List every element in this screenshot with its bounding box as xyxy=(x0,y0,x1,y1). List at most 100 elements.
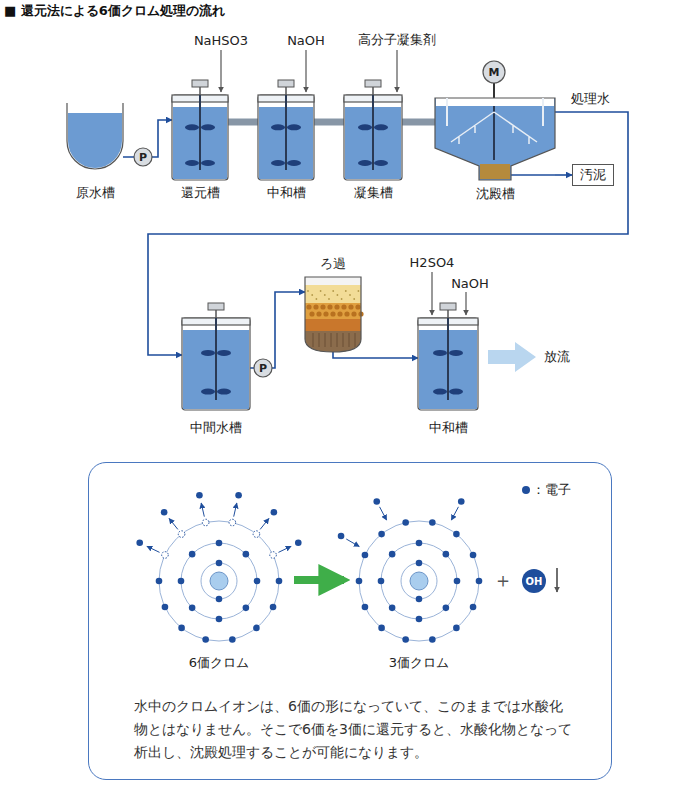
settler-node: 沈殿槽 xyxy=(435,98,555,202)
rake-arm xyxy=(451,112,537,144)
dot-node: OH xyxy=(522,569,546,593)
filter-outline xyxy=(305,277,361,352)
sand-grain xyxy=(307,290,309,292)
basin-outline xyxy=(67,103,123,169)
electron xyxy=(216,540,223,547)
feed-arrow xyxy=(465,292,466,315)
gravel-grain xyxy=(309,311,314,316)
sand-grain xyxy=(353,298,355,300)
node-label: 中和槽 xyxy=(267,184,306,201)
sand-grain xyxy=(332,290,334,292)
electron xyxy=(216,560,223,567)
diagram-title: ■ 還元法による6価クロム処理の流れ xyxy=(4,2,225,20)
node-label: 還元槽 xyxy=(181,184,220,201)
tank-body xyxy=(172,95,228,180)
vacancy xyxy=(229,519,236,526)
agitator-motor xyxy=(278,80,294,87)
agitator-shaft xyxy=(372,95,374,170)
tank-node: 中和槽 xyxy=(418,318,478,436)
flow-arrow xyxy=(250,292,305,368)
node-shape xyxy=(182,318,250,436)
electron xyxy=(189,551,196,558)
feed-arrow xyxy=(431,272,432,315)
electron xyxy=(378,531,385,538)
feed-arrow xyxy=(396,50,397,92)
sand-grain xyxy=(358,290,360,292)
electron-arrow xyxy=(278,546,291,552)
agitator-motor xyxy=(440,303,456,310)
gravel-grain xyxy=(348,304,353,309)
sludge xyxy=(480,164,510,179)
agitator-stem xyxy=(447,310,449,318)
sand-grain xyxy=(316,298,318,300)
diagram-label: 高分子凝集剤 xyxy=(358,31,436,49)
electron xyxy=(196,492,203,499)
gravel-grain xyxy=(320,304,325,309)
atom-figure: 6価クロム xyxy=(144,491,294,671)
nucleus xyxy=(210,572,228,590)
nucleus xyxy=(410,572,428,590)
node-label: 6価クロム xyxy=(189,654,249,671)
tank-node: 中和槽 xyxy=(258,95,314,201)
diagram-label: NaHSO3 xyxy=(194,33,248,48)
electron xyxy=(243,551,250,558)
electron xyxy=(356,578,363,585)
sand-grain xyxy=(324,294,326,296)
electron xyxy=(156,578,163,585)
motor-symbol xyxy=(483,61,505,83)
sand-grain xyxy=(320,290,322,292)
impeller-blade xyxy=(201,124,215,130)
feed-arrow xyxy=(220,50,221,92)
electron xyxy=(416,616,423,623)
node-label: 原水槽 xyxy=(76,184,115,201)
electron xyxy=(443,605,450,612)
impeller-blade xyxy=(433,350,447,356)
edge-label: 処理水 xyxy=(569,90,612,108)
diagram-label: P xyxy=(139,151,147,164)
sand-grain xyxy=(337,294,339,296)
flow-arrow xyxy=(555,174,572,176)
pump-symbol xyxy=(134,148,152,166)
node-label: 汚泥 xyxy=(580,168,606,182)
impeller-blade xyxy=(449,389,463,395)
electron xyxy=(338,533,345,540)
electron xyxy=(470,552,477,559)
electron xyxy=(476,578,483,585)
underdrain-stripe xyxy=(325,333,326,347)
node-label: 3価クロム xyxy=(389,654,449,671)
electron xyxy=(235,492,242,499)
weir-wall xyxy=(542,98,544,126)
precipitate-arrow xyxy=(556,568,557,592)
electron xyxy=(416,560,423,567)
sand-grain xyxy=(349,294,351,296)
diagram-label: P xyxy=(259,362,267,375)
electron xyxy=(453,625,460,632)
agitator-motor xyxy=(365,80,381,87)
feed-arrow xyxy=(305,50,306,92)
electron xyxy=(378,578,385,585)
underdrain-stripe xyxy=(337,333,338,347)
pipe-connector xyxy=(402,119,435,126)
electron xyxy=(402,519,409,526)
electron xyxy=(373,498,380,505)
diagram-label: M xyxy=(489,66,500,79)
sand-grain xyxy=(341,298,343,300)
electron xyxy=(416,596,423,603)
info-panel: 水中のクロムイオンは、6価の形になっていて、このままでは水酸化物とはなりません。… xyxy=(88,462,612,780)
electron-arrow xyxy=(201,503,204,517)
electron-shell xyxy=(359,521,479,641)
tank-body xyxy=(258,95,314,180)
impeller-blade xyxy=(217,350,231,356)
electron-arrow xyxy=(380,507,387,520)
electron xyxy=(178,625,185,632)
gravel-grain xyxy=(337,311,342,316)
diagram-label: NaOH xyxy=(287,33,325,48)
electron xyxy=(161,509,168,516)
diagram-label: ＋ xyxy=(493,567,513,594)
agitator-stem xyxy=(215,310,217,318)
underdrain-stripe xyxy=(343,333,344,347)
node-label: 中和槽 xyxy=(429,419,468,436)
electron xyxy=(402,636,409,643)
node-label: OH xyxy=(526,576,543,587)
